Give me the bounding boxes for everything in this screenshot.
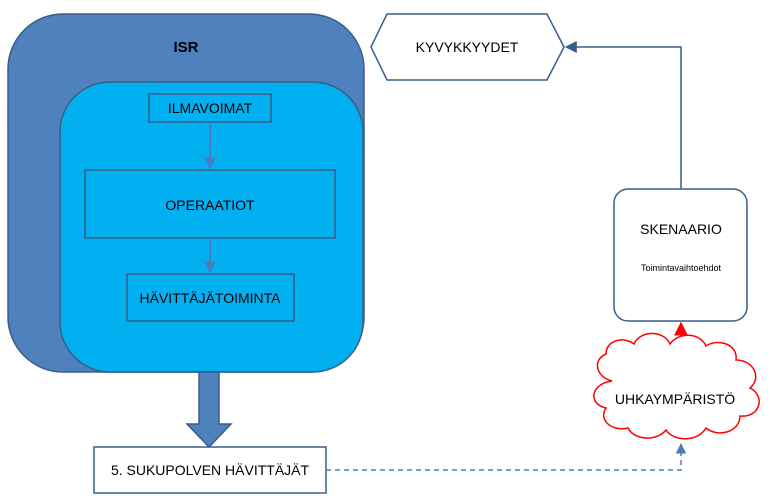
skenaario-label: SKENAARIO: [640, 221, 722, 237]
kyvykkyydet-label: KYVYKKYYDET: [416, 39, 519, 55]
skenaario-box: [613, 188, 748, 322]
uhkaymparisto-label: UHKAYMPÄRISTÖ: [615, 390, 735, 407]
dashed-connector: [326, 442, 687, 471]
havittajatoiminta-label: HÄVITTÄJÄTOIMINTA: [139, 290, 281, 306]
block-arrow-down: [185, 371, 233, 449]
sukupolvi-label: 5. SUKUPOLVEN HÄVITTÄJÄT: [111, 462, 310, 478]
kyvykkyydet-hexagon: [370, 13, 565, 81]
toimintavaihtoehdot-label: Toimintavaihtoehdot: [641, 263, 722, 273]
connector-skenaario-to-kyvykkyydet: [564, 41, 682, 189]
isr-label: ISR: [173, 39, 198, 56]
ilmavoimat-label: ILMAVOIMAT: [168, 100, 253, 116]
operaatiot-label: OPERAATIOT: [165, 197, 255, 213]
uhkaymparisto-cloud: [593, 332, 760, 440]
operaatiot-box: [84, 169, 336, 239]
havittajatoiminta-box: [126, 273, 295, 322]
